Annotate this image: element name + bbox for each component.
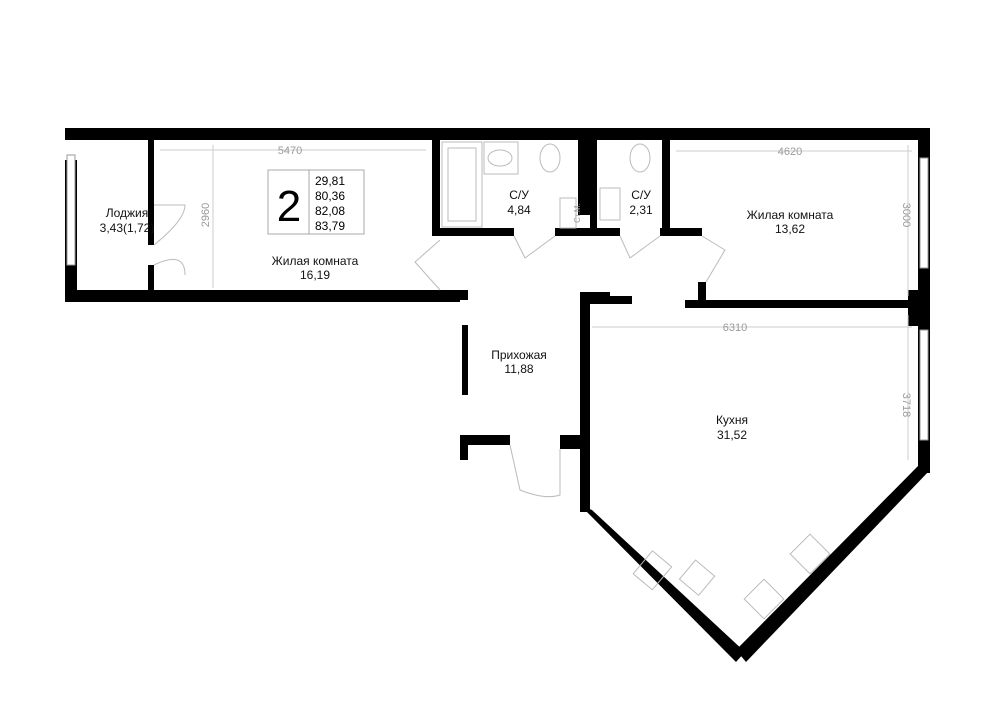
washing-machine-label: Ст.М. xyxy=(573,203,582,223)
area-4: 83,79 xyxy=(315,219,345,233)
room-name-living2: Жилая комната xyxy=(747,208,834,222)
dimension-lines xyxy=(160,145,912,460)
sink-icon xyxy=(483,141,519,175)
windows xyxy=(66,154,929,441)
cooktop-icon xyxy=(678,559,716,597)
toilet-icon xyxy=(539,143,561,173)
bathtub-icon xyxy=(441,141,483,228)
room-area-bathroom1: 4,84 xyxy=(507,203,531,217)
room-name-living1: Жилая комната xyxy=(272,254,359,268)
toilet-icon xyxy=(629,143,651,173)
room-name-bathroom2: С/У xyxy=(631,188,651,202)
room-area-bathroom2: 2,31 xyxy=(629,203,653,217)
room-name-bathroom1: С/У xyxy=(509,188,529,202)
doors xyxy=(153,204,726,498)
dimension-width-room2: 4620 xyxy=(778,146,802,158)
room-name-kitchen: Кухня xyxy=(716,413,748,427)
dimension-depth-room1: 2960 xyxy=(200,203,212,227)
apartment-summary: 2 29,81 80,36 82,08 83,79 xyxy=(267,169,365,235)
fridge-icon xyxy=(743,578,785,620)
area-2: 80,36 xyxy=(315,189,345,203)
room-name-hallway: Прихожая xyxy=(491,348,547,362)
room-area-living1: 16,19 xyxy=(300,268,330,282)
room-name-loggia: Лоджия xyxy=(106,206,149,220)
room-area-hallway: 11,88 xyxy=(504,362,533,376)
dimension-depth-kitchen: 3718 xyxy=(900,393,912,417)
room-area-loggia: 3,43(1,72) xyxy=(100,221,155,235)
sink-icon xyxy=(599,187,621,221)
fixtures xyxy=(441,141,831,620)
area-1: 29,81 xyxy=(315,174,345,188)
rooms-count: 2 xyxy=(277,182,301,231)
dimension-width-room1: 5470 xyxy=(278,145,302,157)
room-area-kitchen: 31,52 xyxy=(717,428,747,442)
dimension-width-kitchen: 6310 xyxy=(723,322,747,334)
area-3: 82,08 xyxy=(315,204,345,218)
dimension-depth-room2: 3000 xyxy=(900,203,912,227)
stove-icon xyxy=(789,533,831,575)
sink-icon xyxy=(632,550,673,591)
room-area-living2: 13,62 xyxy=(775,222,805,236)
